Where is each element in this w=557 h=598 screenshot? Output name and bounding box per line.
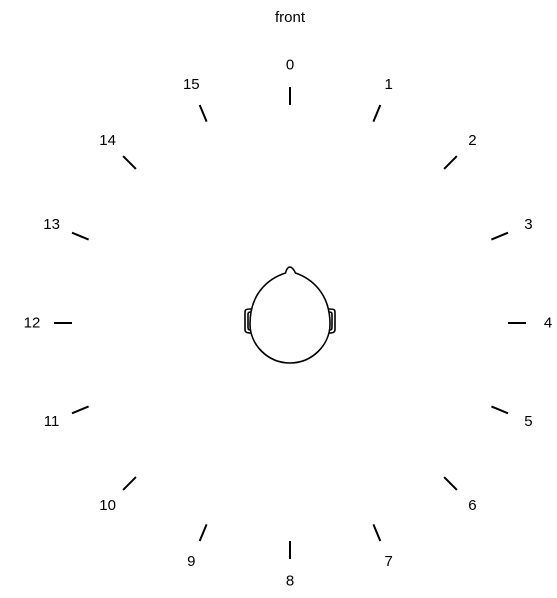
position-tick-9 (200, 524, 207, 541)
position-label-8: 8 (286, 573, 294, 590)
position-label-11: 11 (44, 413, 60, 430)
position-label-7: 7 (385, 553, 393, 570)
position-label-5: 5 (524, 413, 532, 430)
position-label-10: 10 (99, 497, 116, 514)
position-tick-5 (491, 406, 508, 413)
position-tick-13 (72, 233, 89, 240)
position-tick-11 (72, 406, 89, 413)
position-label-14: 14 (99, 132, 116, 149)
position-tick-1 (373, 105, 380, 122)
position-tick-7 (373, 524, 380, 541)
front-label: front (275, 9, 306, 26)
position-label-15: 15 (183, 76, 200, 93)
position-label-13: 13 (43, 216, 60, 233)
position-tick-6 (444, 477, 457, 490)
position-label-3: 3 (524, 216, 532, 233)
position-label-2: 2 (468, 132, 476, 149)
position-tick-3 (491, 233, 508, 240)
position-label-1: 1 (385, 76, 393, 93)
position-label-9: 9 (187, 553, 195, 570)
head-top-view-icon (245, 267, 335, 363)
position-tick-14 (123, 156, 136, 169)
position-tick-15 (200, 105, 207, 122)
position-label-12: 12 (24, 315, 41, 332)
position-tick-2 (444, 156, 457, 169)
position-tick-10 (123, 477, 136, 490)
position-label-0: 0 (286, 57, 294, 74)
position-ticks (54, 87, 526, 559)
position-label-6: 6 (468, 497, 476, 514)
position-label-4: 4 (544, 315, 552, 332)
head-outline (250, 267, 330, 363)
